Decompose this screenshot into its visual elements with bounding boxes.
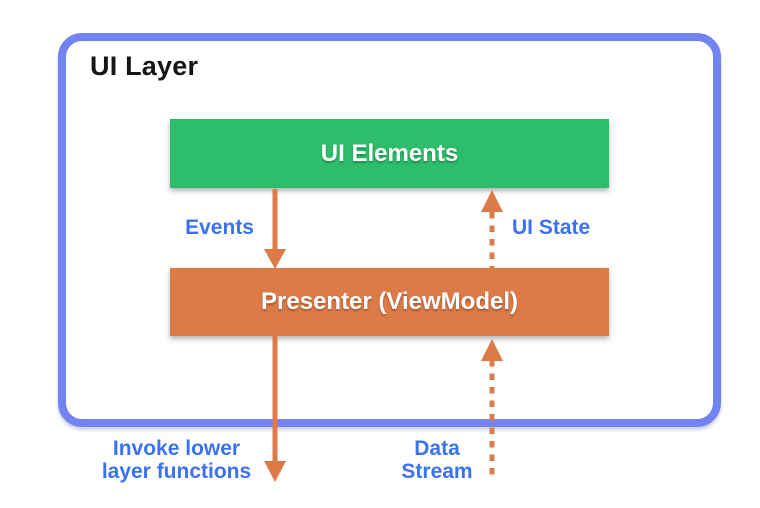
data-stream-arrow-label: Data Stream bbox=[401, 437, 473, 483]
ui-layer-title: UI Layer bbox=[90, 51, 199, 81]
ui-state-arrow-label: UI State bbox=[512, 216, 591, 239]
ui-layer-container bbox=[58, 33, 721, 427]
ui-elements-box: UI Elements bbox=[170, 119, 609, 188]
presenter-label: Presenter (ViewModel) bbox=[261, 288, 518, 315]
ui-elements-label: UI Elements bbox=[320, 139, 459, 167]
invoke-lower-layer-arrow-label: Invoke lower layer functions bbox=[101, 437, 252, 483]
events-arrow-label: Events bbox=[185, 216, 254, 239]
presenter-box: Presenter (ViewModel) bbox=[170, 268, 609, 336]
